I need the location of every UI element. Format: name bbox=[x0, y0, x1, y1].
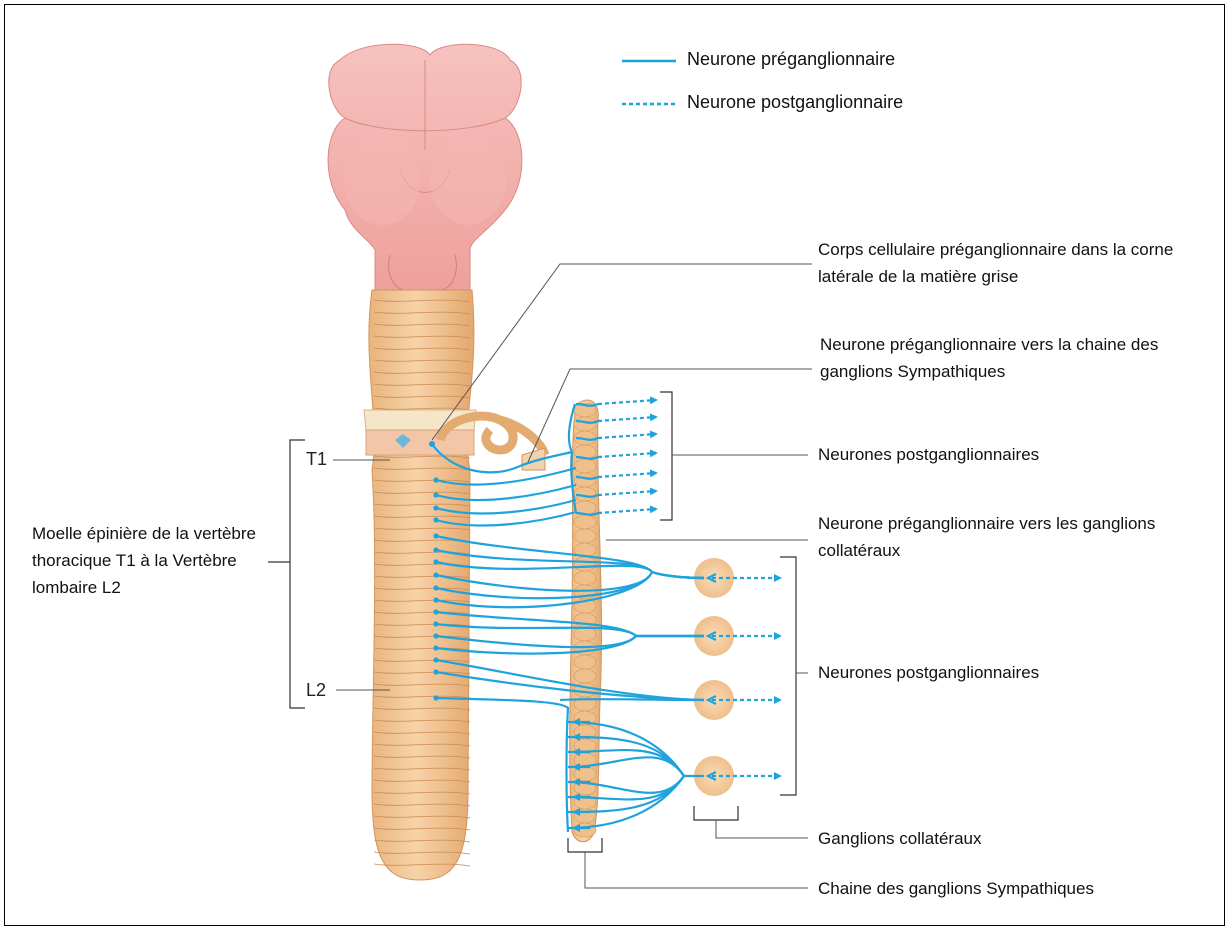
pre-neuron-collateral bbox=[436, 624, 704, 636]
cell-body-label: Corps cellulaire préganglionnaire dans l… bbox=[818, 236, 1208, 290]
l2-label: L2 bbox=[306, 680, 326, 701]
legend-postganglionic: Neurone postganglionnaire bbox=[687, 92, 903, 113]
cell-body-dot bbox=[433, 657, 438, 662]
leader-collateral bbox=[716, 820, 808, 838]
post-neuron-upper bbox=[598, 417, 656, 421]
post-neuron-upper bbox=[598, 491, 656, 495]
collateral-bracket bbox=[694, 806, 738, 820]
cell-body-dot bbox=[433, 585, 438, 590]
post-neuron-upper bbox=[598, 434, 656, 438]
pre-neuron-collateral bbox=[436, 612, 704, 636]
pre-to-collateral-label: Neurone préganglionnaire vers les gangli… bbox=[818, 510, 1208, 564]
cell-body-dot bbox=[433, 505, 438, 510]
upper-post-bracket bbox=[660, 392, 672, 520]
post-neuron-upper bbox=[598, 509, 656, 513]
cell-body-dot bbox=[433, 609, 438, 614]
collateral-ganglia bbox=[694, 558, 734, 796]
cell-body-dot bbox=[429, 441, 435, 447]
cell-body-dot bbox=[433, 633, 438, 638]
sympathetic-chain-body bbox=[570, 400, 602, 842]
legend-preganglionic: Neurone préganglionnaire bbox=[687, 49, 895, 70]
cord-bracket bbox=[290, 440, 305, 708]
post-upper-label: Neurones postganglionnaires bbox=[818, 441, 1208, 468]
cell-body-dot bbox=[433, 645, 438, 650]
lower-post-bracket bbox=[780, 557, 796, 795]
cell-body-dot bbox=[433, 492, 438, 497]
pre-neuron-collateral bbox=[436, 636, 704, 647]
pre-neuron-collateral bbox=[436, 636, 704, 654]
cell-body-dot bbox=[433, 695, 438, 700]
pre-neuron-collateral bbox=[560, 699, 704, 700]
spinal-cord bbox=[364, 290, 476, 880]
cell-body-dot bbox=[433, 533, 438, 538]
cell-body-dot bbox=[433, 669, 438, 674]
spinal-cord-label: Moelle épinière de la vertèbre thoraciqu… bbox=[32, 520, 264, 601]
cell-body-dot bbox=[433, 477, 438, 482]
cell-body-dot bbox=[433, 547, 438, 552]
pre-to-chain-label: Neurone préganglionnaire vers la chaine … bbox=[820, 331, 1210, 385]
post-neuron-upper bbox=[598, 473, 656, 477]
sympathetic-chain-label: Chaine des ganglions Sympathiques bbox=[818, 875, 1208, 902]
post-lower-label: Neurones postganglionnaires bbox=[818, 659, 1208, 686]
leader-chain bbox=[585, 852, 808, 888]
cell-body-dot bbox=[433, 621, 438, 626]
post-neuron-upper bbox=[598, 400, 656, 404]
t1-label: T1 bbox=[306, 449, 327, 470]
cell-body-dot bbox=[433, 517, 438, 522]
cell-body-dot bbox=[433, 559, 438, 564]
pre-neuron-collateral bbox=[436, 572, 704, 607]
cell-body-dot bbox=[433, 572, 438, 577]
brainstem bbox=[328, 44, 522, 300]
post-neuron-upper bbox=[598, 453, 656, 457]
cell-body-dot bbox=[433, 597, 438, 602]
collateral-ganglia-label: Ganglions collatéraux bbox=[818, 825, 1208, 852]
